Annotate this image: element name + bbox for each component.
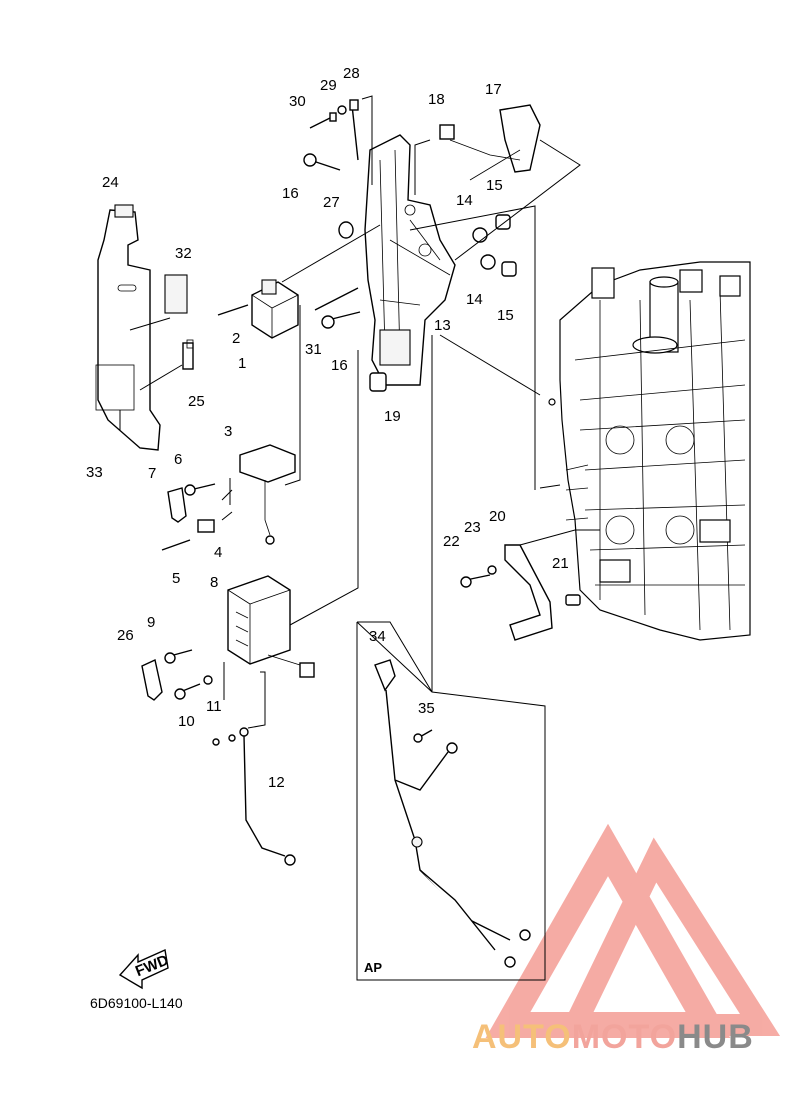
callout-22: 22	[443, 533, 460, 550]
callout-6: 6	[174, 451, 182, 468]
callout-14b: 14	[466, 291, 483, 308]
callout-1: 1	[238, 355, 246, 372]
callout-24: 24	[102, 174, 119, 191]
callout-19: 19	[384, 408, 401, 425]
callout-numbers: 1 2 3 4 5 6 7 8 9 10 11 12 13 14 14 15 1…	[86, 65, 569, 791]
cover-24-33	[95, 204, 161, 451]
callout-5: 5	[172, 570, 180, 587]
label-32	[164, 274, 188, 314]
engine-block-drawing	[548, 261, 751, 641]
callout-14a: 14	[456, 192, 473, 209]
callout-15b: 15	[497, 307, 514, 324]
clip-25	[182, 339, 194, 370]
callout-7: 7	[148, 465, 156, 482]
forward-arrow-icon: FWD	[118, 948, 171, 990]
callout-23: 23	[464, 519, 481, 536]
callout-18: 18	[428, 91, 445, 108]
callout-10: 10	[178, 713, 195, 730]
callout-4: 4	[214, 544, 222, 561]
logo-text-moto: MOTO	[571, 1018, 678, 1056]
callout-12: 12	[268, 774, 285, 791]
ap-detail-box	[356, 621, 546, 981]
callout-32: 32	[175, 245, 192, 262]
part-3-coil	[239, 444, 296, 545]
callout-34: 34	[369, 628, 386, 645]
callout-20: 20	[489, 508, 506, 525]
bracket-13	[364, 134, 456, 386]
watermark-logo-triangle	[485, 823, 781, 1038]
lead-wire-12	[212, 727, 296, 866]
watermark-logo-text: AUTOMOTOHUB	[472, 1018, 754, 1057]
callout-33: 33	[86, 464, 103, 481]
callout-26: 26	[117, 627, 134, 644]
callout-21: 21	[552, 555, 569, 572]
callout-11: 11	[206, 698, 222, 715]
callout-3: 3	[224, 423, 232, 440]
callout-16b: 16	[331, 357, 348, 374]
callout-29: 29	[320, 77, 337, 94]
callout-31: 31	[305, 341, 322, 358]
callout-15a: 15	[486, 177, 503, 194]
drawing-code: 6D69100-L140	[90, 995, 183, 1011]
callout-27: 27	[323, 194, 340, 211]
part-1-unit	[251, 279, 299, 339]
logo-text-hub: HUB	[677, 1018, 754, 1056]
callout-2: 2	[232, 330, 240, 347]
callout-35: 35	[418, 700, 435, 717]
callout-16a: 16	[282, 185, 299, 202]
callout-28: 28	[343, 65, 360, 82]
callout-9: 9	[147, 614, 155, 631]
callout-8: 8	[210, 574, 218, 591]
callout-30: 30	[289, 93, 306, 110]
callout-13: 13	[434, 317, 451, 334]
leader-lines	[119, 95, 600, 729]
part-8-regulator	[227, 575, 315, 678]
logo-text-auto: AUTO	[472, 1018, 572, 1056]
ap-label: AP	[364, 960, 382, 975]
callout-17: 17	[485, 81, 502, 98]
callout-25: 25	[188, 393, 205, 410]
small-parts	[141, 99, 581, 743]
